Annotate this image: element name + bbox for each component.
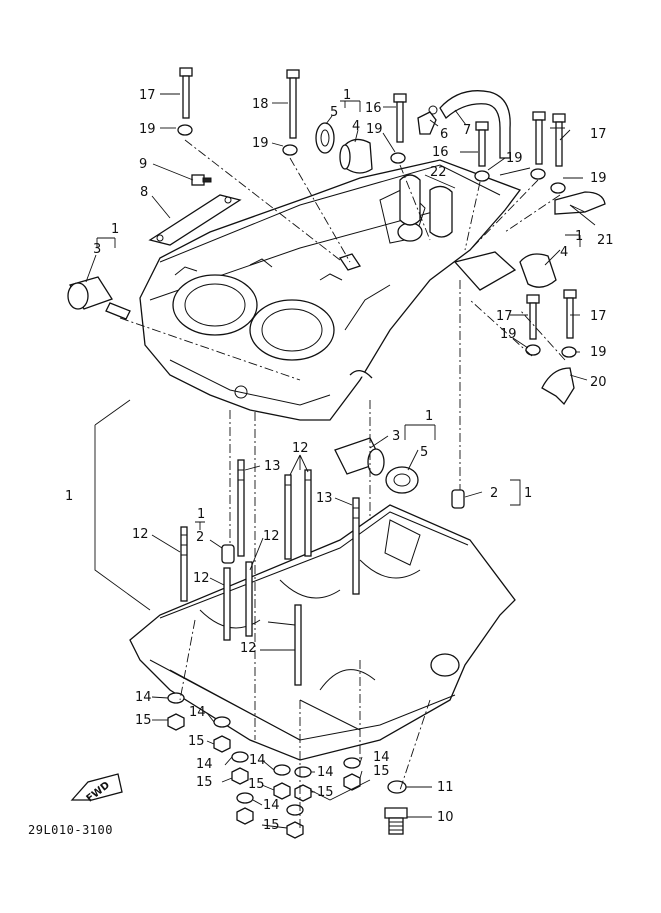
callout-15-c: 15 [196, 775, 213, 790]
callout-15-a: 15 [135, 713, 152, 728]
leader-lines [85, 93, 596, 829]
callout-18: 18 [252, 97, 269, 112]
callout-19-d: 19 [590, 171, 607, 186]
callout-8: 8 [140, 185, 148, 200]
callout-6: 6 [440, 127, 448, 142]
callout-19-tl: 19 [139, 122, 156, 137]
callout-17-c: 17 [590, 309, 607, 324]
callout-1-top: 1 [343, 88, 351, 103]
callout-2-right: 2 [490, 486, 498, 501]
elbow-fitting [417, 105, 438, 135]
callout-19-b: 19 [252, 136, 269, 151]
bushing-3-left [67, 276, 131, 320]
callout-15-e: 15 [317, 785, 334, 800]
fwd-arrow-icon: FWD [70, 773, 123, 805]
callout-17-tl: 17 [139, 88, 156, 103]
studs [180, 459, 360, 686]
callout-7: 7 [463, 123, 471, 138]
callout-1-left: 1 [111, 222, 119, 237]
callout-21: 21 [597, 233, 614, 248]
callout-12-d: 12 [193, 571, 210, 586]
callout-15-g: 15 [263, 818, 280, 833]
callout-5-top: 5 [330, 105, 338, 120]
callout-17-b: 17 [496, 309, 513, 324]
callout-4-top: 4 [352, 119, 360, 134]
rotary-seal-and-bushing-top [315, 122, 373, 174]
callout-15-f: 15 [373, 764, 390, 779]
callout-12-b: 12 [132, 527, 149, 542]
callout-19-a: 19 [366, 122, 383, 137]
callout-9: 9 [139, 157, 147, 172]
callout-14-d: 14 [249, 753, 266, 768]
callout-14-e: 14 [317, 765, 334, 780]
upper-crankcase [139, 159, 522, 421]
callout-5-mid: 5 [420, 445, 428, 460]
bracket-8 [148, 194, 242, 246]
callout-15-d: 15 [248, 777, 265, 792]
callout-12-c: 12 [263, 529, 280, 544]
callout-14-f: 14 [373, 750, 390, 765]
callout-13-a: 13 [264, 459, 281, 474]
callout-17-a: 17 [590, 127, 607, 142]
callout-19-f: 19 [590, 345, 607, 360]
callout-4-right: 4 [560, 245, 568, 260]
hose-top [439, 90, 511, 159]
drawing-code: 29L010-3100 [28, 823, 113, 837]
callout-14-g: 14 [263, 798, 280, 813]
callout-20: 20 [590, 375, 607, 390]
callout-1-far-left: 1 [65, 489, 73, 504]
callout-22: 22 [430, 165, 447, 180]
callout-14-b: 14 [189, 705, 206, 720]
callout-19-c: 19 [506, 151, 523, 166]
callout-12-a: 12 [292, 441, 309, 456]
seal-5-mid [385, 466, 419, 494]
hose-clamp-bracket [554, 191, 606, 215]
bracket-20 [541, 367, 575, 406]
callout-15-b: 15 [188, 734, 205, 749]
callout-13-b: 13 [316, 491, 333, 506]
alignment-lines [119, 139, 566, 830]
callout-labels: 1 5 4 16 19 6 7 17 19 18 19 16 19 17 22 … [65, 88, 614, 833]
callout-1-small: 1 [197, 507, 205, 522]
callout-1-mid: 1 [425, 409, 433, 424]
callout-1-right: 1 [575, 229, 583, 244]
callout-12-e: 12 [240, 641, 257, 656]
callout-3-mid: 3 [392, 429, 400, 444]
callout-14-a: 14 [135, 690, 152, 705]
callout-10: 10 [437, 810, 454, 825]
callout-19-e: 19 [500, 327, 517, 342]
bushing-4-right [519, 253, 557, 288]
callout-3-left: 3 [93, 242, 101, 257]
callout-14-c: 14 [196, 757, 213, 772]
drain-bolt-10 [384, 807, 408, 835]
lower-crankcase [129, 504, 516, 761]
callout-16-b: 16 [432, 145, 449, 160]
callout-2-left: 2 [196, 530, 204, 545]
dowel-2-left [221, 544, 235, 564]
dowel-2-right [451, 489, 465, 509]
callout-11: 11 [437, 780, 454, 795]
callout-16-a: 16 [365, 101, 382, 116]
screw-9 [191, 174, 212, 186]
callout-1-r2: 1 [524, 486, 532, 501]
bolts-and-washers-top [177, 67, 577, 358]
